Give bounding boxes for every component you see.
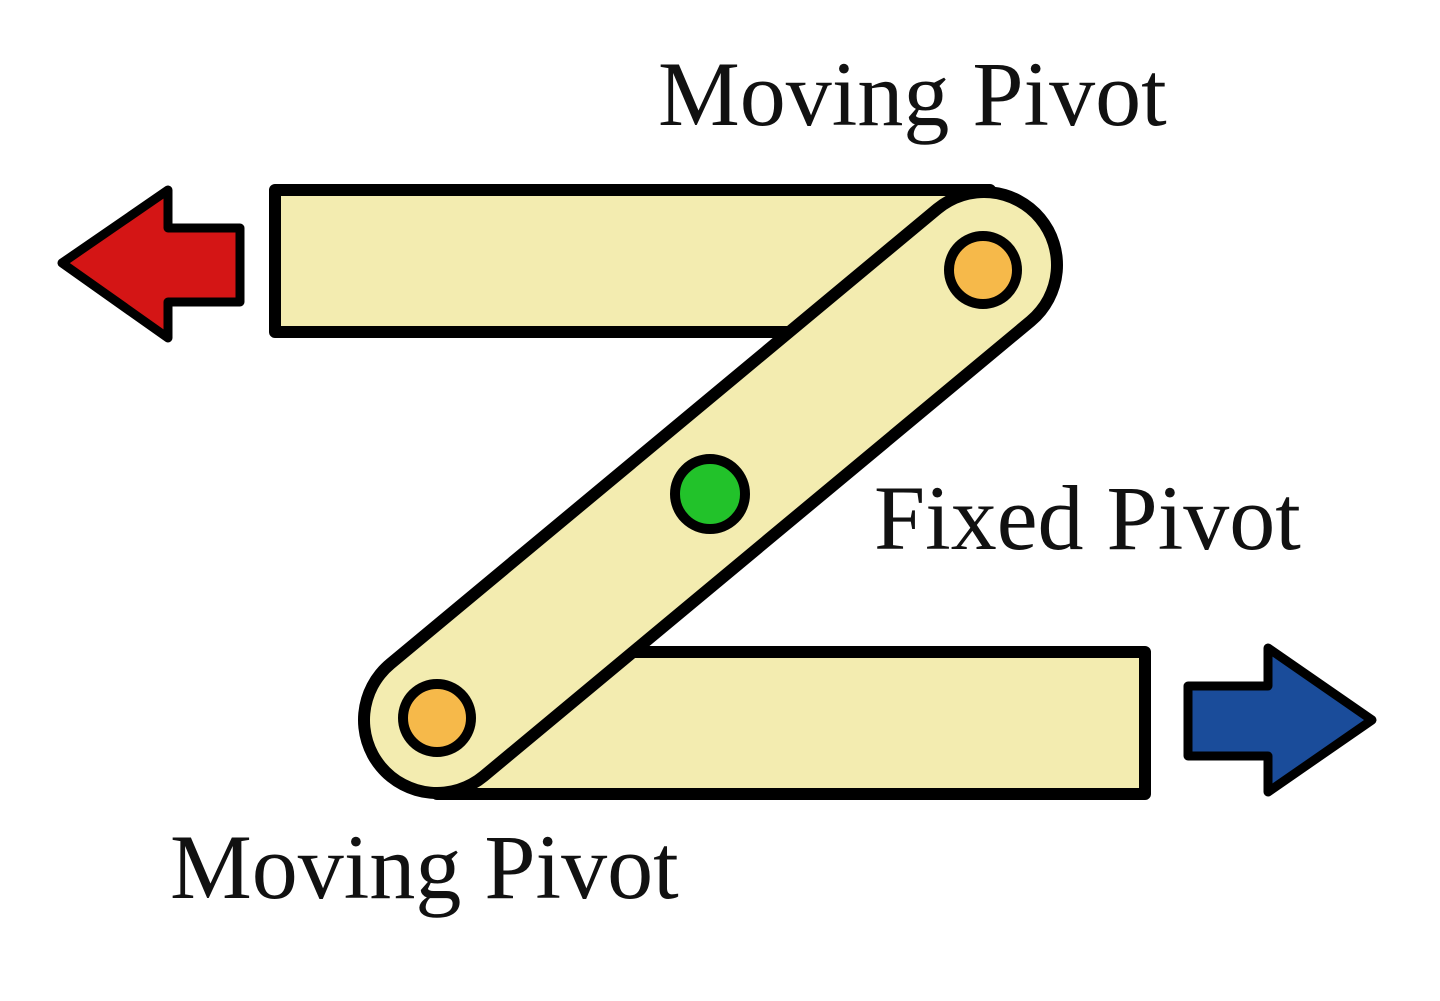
moving-pivot-top [944, 231, 1022, 309]
moving-pivot-bottom-label: Moving Pivot [170, 816, 679, 918]
fixed-pivot-label: Fixed Pivot [874, 467, 1301, 569]
moving-pivot-top-label: Moving Pivot [658, 43, 1167, 145]
moving-pivot-bottom [398, 679, 476, 757]
arrow-left-icon [57, 185, 245, 343]
fixed-pivot [670, 454, 750, 534]
arrow-right-icon [1183, 643, 1377, 797]
